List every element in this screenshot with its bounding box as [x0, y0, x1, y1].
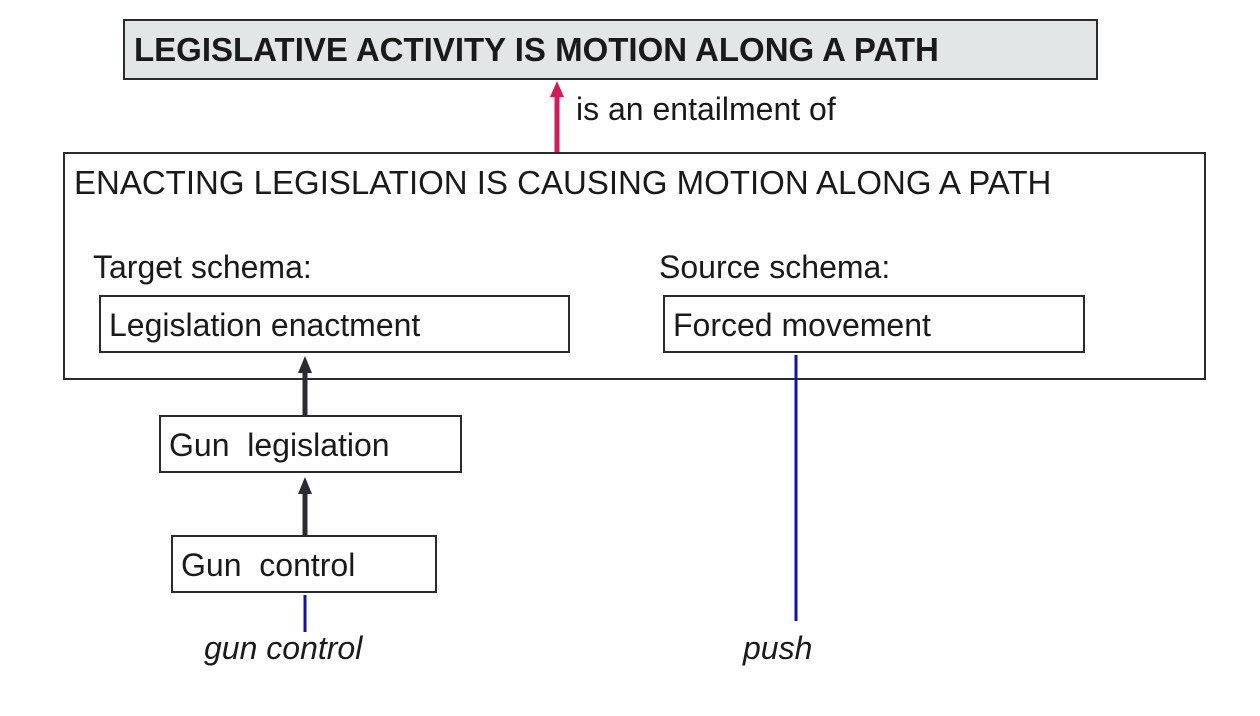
instance-arrow-head-upper	[298, 356, 312, 373]
gun-legislation-box	[159, 415, 462, 473]
entailment-arrow-head	[550, 81, 564, 97]
top-frame-box	[123, 19, 1098, 80]
source-schema-box	[663, 295, 1085, 353]
lexical-item-push: push	[743, 630, 813, 666]
source-schema-text: Forced movement	[673, 307, 931, 343]
lexical-item-gun-control: gun control	[204, 630, 363, 666]
target-schema-text: Legislation enactment	[109, 307, 421, 343]
gun-control-text: Gun control	[181, 547, 356, 583]
target-schema-label: Target schema:	[93, 249, 312, 285]
top-frame-title: LEGISLATIVE ACTIVITY IS MOTION ALONG A P…	[134, 31, 939, 68]
instance-arrow-head-lower	[298, 477, 312, 494]
source-schema-label: Source schema:	[659, 249, 891, 285]
entailment-label: is an entailment of	[576, 91, 836, 127]
gun-legislation-text: Gun legislation	[169, 427, 390, 463]
target-schema-box	[99, 295, 570, 353]
metaphor-title: ENACTING LEGISLATION IS CAUSING MOTION A…	[74, 164, 1052, 201]
gun-control-box	[171, 535, 437, 593]
